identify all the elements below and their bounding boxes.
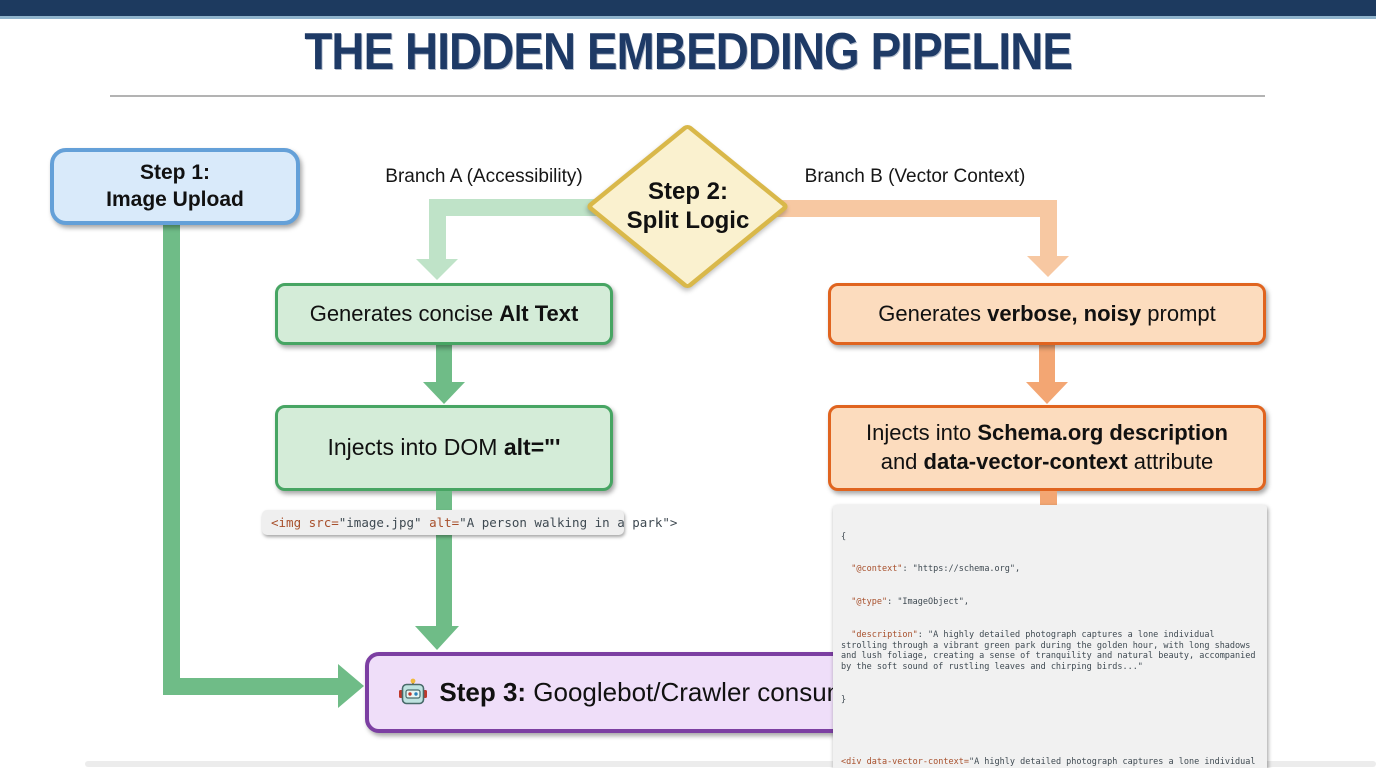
- green-mid-arrowhead: [423, 382, 465, 404]
- branch-b-arrow-horizontal: [715, 200, 1057, 217]
- robot-icon: [398, 678, 428, 708]
- json-type-line: "@type": "ImageObject",: [841, 597, 969, 607]
- json-close: }: [841, 694, 847, 705]
- verbose-prompt-bold: verbose, noisy: [987, 300, 1142, 326]
- verbose-prompt-text1: Generates: [878, 300, 988, 326]
- alt-text-node-bold: Alt Text: [499, 300, 579, 326]
- step3-label-bold: Step 3:: [439, 677, 527, 707]
- bottom-gray-strip: [85, 761, 1376, 767]
- branch-a-arrowhead: [416, 259, 458, 280]
- green-down-arrowhead: [415, 626, 459, 650]
- alt-text-node: Generates concise Alt Text: [275, 283, 613, 345]
- dom-inject-node-bold: alt="': [503, 434, 561, 461]
- schema-inject-bold2: data-vector-context: [923, 449, 1128, 474]
- title-divider: [110, 95, 1265, 97]
- dom-inject-node: Injects into DOM alt="': [275, 405, 613, 491]
- step1-image-upload-node: Step 1: Image Upload: [50, 148, 300, 225]
- step1-to-step3-arrow-vertical: [163, 222, 180, 695]
- step2-line1: Step 2:: [647, 178, 728, 206]
- branch-b-arrow-vertical: [1040, 200, 1057, 258]
- json-description-line: "description": "A highly detailed photog…: [841, 629, 1261, 673]
- branch-a-label: Branch A (Accessibility): [385, 166, 583, 187]
- step2-label: Step 2: Split Logic: [600, 168, 776, 246]
- branch-a-arrow-vertical: [429, 199, 446, 261]
- snippet-src-attr: src=: [308, 515, 339, 530]
- json-context-line: "@context": "https://schema.org",: [841, 564, 1021, 575]
- step1-to-step3-arrow-horizontal: [163, 678, 339, 695]
- branch-b-arrowhead: [1027, 256, 1069, 277]
- step1-to-step3-arrowhead: [338, 664, 364, 708]
- top-navy-bar: [0, 0, 1376, 16]
- snippet-src-value: "image.jpg": [338, 515, 430, 530]
- schema-inject-bold1: Schema.org description: [977, 420, 1228, 446]
- snippet-alt-value: "A person walking in a park">: [459, 515, 678, 530]
- json-open: {: [841, 531, 847, 542]
- img-alt-code-snippet: <img src="image.jpg" alt="A person walki…: [262, 510, 677, 535]
- top-accent-line: [0, 16, 1376, 19]
- snippet-tag: <img: [271, 515, 309, 530]
- schema-inject-text3: attribute: [1127, 449, 1214, 474]
- branch-b-label: Branch B (Vector Context): [804, 166, 1026, 187]
- green-mid-arrow: [436, 345, 452, 384]
- alt-text-node-text: Generates concise: [309, 300, 500, 326]
- schema-inject-text1: Injects into: [866, 420, 978, 446]
- schema-inject-text2: and: [880, 449, 924, 474]
- orange-mid-arrow: [1039, 345, 1055, 384]
- verbose-prompt-text2: prompt: [1141, 300, 1216, 326]
- page-title: THE HIDDEN EMBEDDING PIPELINE: [304, 23, 1073, 81]
- schema-inject-node: Injects into Schema.org description and …: [828, 405, 1266, 491]
- step1-line2: Image Upload: [106, 187, 244, 211]
- snippet-alt-attr: alt=: [429, 515, 460, 530]
- verbose-prompt-node: Generates verbose, noisy prompt: [828, 283, 1266, 345]
- vector-div-line: <div data-vector-context="A highly detai…: [841, 757, 1256, 768]
- step1-line1: Step 1:: [139, 161, 210, 185]
- orange-mid-arrowhead: [1026, 382, 1068, 404]
- schema-code-block: { "@context": "https://schema.org", "@ty…: [833, 505, 1267, 768]
- page-title-wrap: THE HIDDEN EMBEDDING PIPELINE: [0, 22, 1376, 82]
- code-gap: [841, 728, 1259, 736]
- step2-line2: Split Logic: [626, 207, 750, 234]
- dom-inject-node-text: Injects into DOM: [327, 434, 504, 461]
